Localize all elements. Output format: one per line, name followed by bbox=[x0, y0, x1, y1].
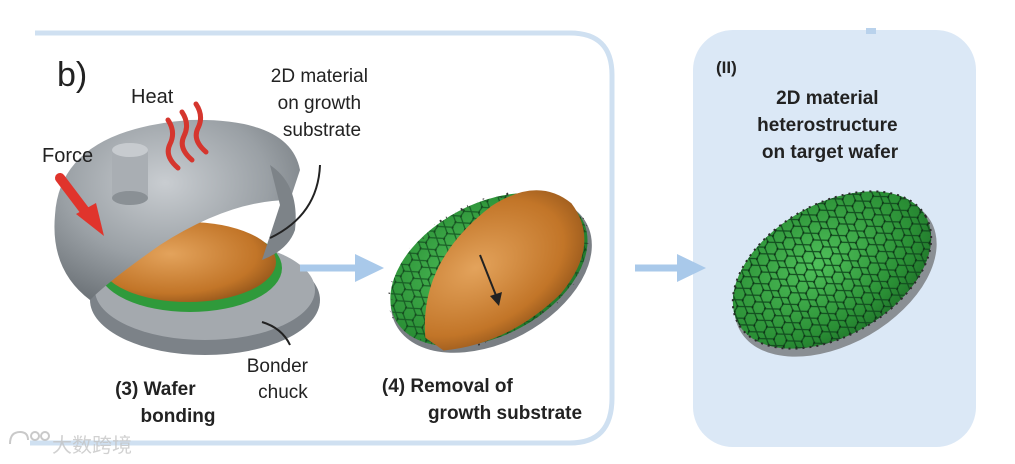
left-panel-outline bbox=[30, 30, 615, 446]
wafer-bonding-apparatus bbox=[54, 119, 320, 355]
heterostructure-wafer bbox=[731, 190, 937, 357]
removal-wafer bbox=[388, 190, 592, 353]
force-label: Force bbox=[42, 145, 93, 167]
material-pointer-line bbox=[269, 164, 321, 239]
removal-arrow-head bbox=[490, 292, 502, 306]
chuck-pointer-line bbox=[261, 321, 291, 346]
removal-direction-arrow bbox=[479, 254, 498, 299]
flow-arrow-1 bbox=[300, 254, 384, 282]
force-arrow-icon bbox=[55, 173, 104, 236]
watermark-text: 大数跨境 bbox=[52, 433, 132, 457]
step3-label: (3) Wafer bonding bbox=[115, 379, 215, 427]
stage2-title: 2D material heterostructure on target wa… bbox=[757, 88, 903, 163]
step4-label: (4) Removal of growth substrate bbox=[382, 376, 582, 424]
panel-label: b) bbox=[57, 56, 87, 94]
stage2-label: (II) bbox=[716, 58, 737, 77]
watermark-logo: 大数跨境 bbox=[9, 430, 132, 457]
heat-waves-icon bbox=[165, 101, 209, 171]
right-panel-tab bbox=[866, 28, 876, 34]
bonder-chuck-label: Bonder chuck bbox=[247, 356, 314, 403]
material-on-substrate-label: 2D material on growth substrate bbox=[271, 66, 373, 141]
flow-arrow-2 bbox=[635, 254, 706, 282]
heat-label: Heat bbox=[131, 86, 174, 108]
